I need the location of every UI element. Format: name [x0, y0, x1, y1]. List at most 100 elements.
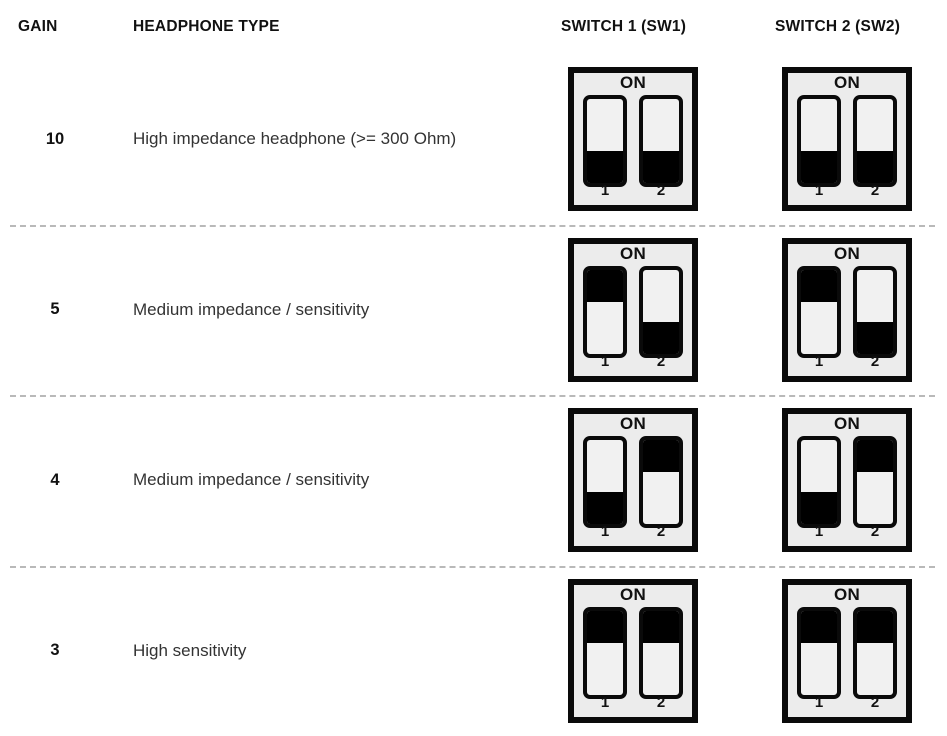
dip-slot-2[interactable] — [853, 95, 897, 187]
dip-pin-number-2: 2 — [853, 521, 897, 545]
dip-pin-number-1: 1 — [797, 692, 841, 716]
dip-slot-wrapper-2 — [639, 607, 683, 699]
dip-toggle-2-on[interactable] — [643, 611, 679, 643]
dip-on-label: ON — [788, 243, 906, 265]
dip-slot-2[interactable] — [639, 95, 683, 187]
column-header-gain: GAIN — [18, 18, 58, 36]
dip-pin-number-1: 1 — [583, 521, 627, 545]
dip-slot-2[interactable] — [639, 266, 683, 358]
dip-pin-number-2: 2 — [639, 351, 683, 375]
dip-pin-number-2: 2 — [639, 180, 683, 204]
dip-slot-group — [574, 266, 692, 358]
dip-pin-number-1: 1 — [583, 180, 627, 204]
dip-slot-group — [788, 436, 906, 528]
dip-toggle-2-off[interactable] — [643, 151, 679, 183]
dip-slot-group — [788, 95, 906, 187]
dip-slot-wrapper-2 — [853, 607, 897, 699]
table-row: 10 High impedance headphone (>= 300 Ohm)… — [0, 54, 947, 225]
dip-toggle-2-on[interactable] — [857, 611, 893, 643]
dip-toggle-1-off[interactable] — [801, 492, 837, 524]
dip-slot-1[interactable] — [797, 436, 841, 528]
dip-slot-group — [788, 266, 906, 358]
dip-slot-wrapper-2 — [639, 436, 683, 528]
dip-pin-number-1: 1 — [583, 692, 627, 716]
column-header-switch-1: SWITCH 1 (SW1) — [561, 18, 686, 36]
dip-slot-2[interactable] — [639, 436, 683, 528]
dip-toggle-1-on[interactable] — [801, 270, 837, 302]
dip-on-label: ON — [788, 584, 906, 606]
dip-pin-number-1: 1 — [797, 351, 841, 375]
table-body: 10 High impedance headphone (>= 300 Ohm)… — [0, 54, 947, 725]
cell-gain: 5 — [0, 225, 110, 396]
dip-toggle-2-off[interactable] — [857, 322, 893, 354]
dip-slot-group — [574, 436, 692, 528]
dip-pin-number-1: 1 — [583, 351, 627, 375]
dip-pin-number-2: 2 — [853, 351, 897, 375]
dip-slot-2[interactable] — [853, 607, 897, 699]
dip-toggle-1-off[interactable] — [801, 151, 837, 183]
dip-slot-1[interactable] — [583, 607, 627, 699]
dip-slot-1[interactable] — [797, 607, 841, 699]
dip-slot-1[interactable] — [583, 436, 627, 528]
dip-slot-1[interactable] — [583, 95, 627, 187]
dip-toggle-1-on[interactable] — [587, 270, 623, 302]
dip-slot-wrapper-1 — [583, 607, 627, 699]
dip-slot-1[interactable] — [797, 95, 841, 187]
dip-slot-2[interactable] — [639, 607, 683, 699]
dip-toggle-1-off[interactable] — [587, 151, 623, 183]
table-header-row: GAIN HEADPHONE TYPE SWITCH 1 (SW1) SWITC… — [0, 0, 947, 54]
dip-on-label: ON — [574, 72, 692, 94]
dip-on-label: ON — [788, 72, 906, 94]
dip-toggle-2-on[interactable] — [857, 440, 893, 472]
dip-pin-number-1: 1 — [797, 180, 841, 204]
dip-slot-wrapper-2 — [853, 95, 897, 187]
column-header-headphone-type: HEADPHONE TYPE — [133, 18, 280, 36]
cell-headphone-type: Medium impedance / sensitivity — [133, 395, 553, 566]
dip-slot-1[interactable] — [583, 266, 627, 358]
dip-slot-wrapper-1 — [797, 266, 841, 358]
cell-gain: 10 — [0, 54, 110, 225]
dip-slot-2[interactable] — [853, 436, 897, 528]
dip-slot-group — [574, 607, 692, 699]
dip-toggle-1-on[interactable] — [801, 611, 837, 643]
dip-slot-wrapper-2 — [853, 436, 897, 528]
cell-gain: 3 — [0, 566, 110, 736]
dip-pin-number-2: 2 — [639, 692, 683, 716]
dip-slot-1[interactable] — [797, 266, 841, 358]
dip-toggle-1-off[interactable] — [587, 492, 623, 524]
dip-slot-wrapper-1 — [583, 436, 627, 528]
dip-toggle-2-off[interactable] — [857, 151, 893, 183]
dip-pin-number-1: 1 — [797, 521, 841, 545]
dip-slot-wrapper-2 — [639, 266, 683, 358]
dip-toggle-2-off[interactable] — [643, 322, 679, 354]
dip-slot-2[interactable] — [853, 266, 897, 358]
dip-toggle-1-on[interactable] — [587, 611, 623, 643]
dip-toggle-2-on[interactable] — [643, 440, 679, 472]
cell-headphone-type: High impedance headphone (>= 300 Ohm) — [133, 54, 553, 225]
dip-on-label: ON — [788, 413, 906, 435]
dip-pin-number-2: 2 — [853, 692, 897, 716]
dip-on-label: ON — [574, 243, 692, 265]
